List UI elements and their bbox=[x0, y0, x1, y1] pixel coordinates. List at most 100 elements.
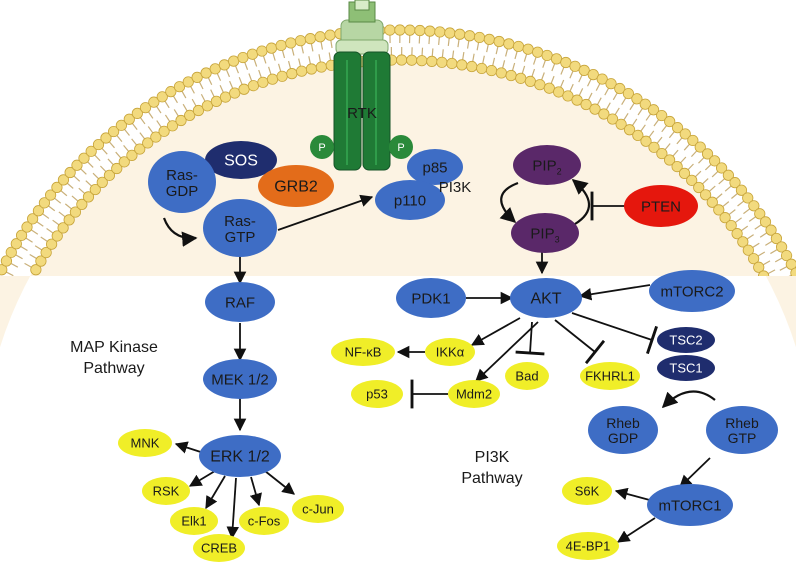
lipid-head bbox=[512, 40, 525, 53]
lipid-head bbox=[719, 212, 731, 224]
lipid-head bbox=[78, 152, 90, 164]
lipid-head bbox=[541, 49, 553, 62]
raf-node: RAF bbox=[205, 282, 275, 322]
lipid-head bbox=[737, 236, 749, 248]
lipid-head bbox=[416, 55, 428, 67]
lipid-head bbox=[631, 93, 643, 105]
fkhrl1-node-shape bbox=[580, 362, 640, 390]
phospho-left-label: P bbox=[318, 142, 325, 154]
lipid-head bbox=[436, 56, 448, 68]
elk1-node-label: Elk1 bbox=[181, 514, 206, 529]
pdk1-node-shape bbox=[396, 278, 466, 318]
lipid-head bbox=[414, 24, 426, 37]
p110-node: p110 bbox=[375, 180, 445, 220]
lipid-head bbox=[192, 104, 205, 117]
lipid-head bbox=[15, 229, 28, 241]
lipid-head bbox=[131, 107, 143, 119]
rheb-gdp-node-shape bbox=[588, 406, 658, 454]
mnk-node-label: MNK bbox=[131, 436, 160, 451]
lipid-head bbox=[148, 96, 160, 108]
grb2-node-label: GRB2 bbox=[274, 179, 318, 196]
pdk1-node-label: PDK1 bbox=[411, 290, 450, 307]
lipid-head bbox=[103, 169, 116, 181]
lipid-head bbox=[32, 205, 45, 217]
pip2-node: PIP2 bbox=[513, 145, 581, 185]
lipid-head bbox=[396, 54, 408, 66]
lipid-head bbox=[40, 246, 52, 259]
lipid-head bbox=[765, 224, 777, 236]
cjun-node-shape bbox=[292, 495, 344, 523]
lipid-head bbox=[257, 76, 269, 88]
lipid-head bbox=[182, 76, 194, 88]
lipid-head bbox=[0, 255, 13, 267]
lipid-head bbox=[664, 115, 676, 128]
4ebp1-node-label: 4E-BP1 bbox=[566, 539, 611, 554]
bad-node-label: Bad bbox=[515, 369, 538, 384]
cjun-node: c-Jun bbox=[292, 495, 344, 523]
lipid-head bbox=[693, 181, 705, 194]
lipid-head bbox=[571, 94, 583, 106]
phospho-left-shape bbox=[310, 135, 334, 159]
mek-node-shape bbox=[203, 359, 277, 399]
lipid-head bbox=[785, 258, 796, 270]
lipid-head bbox=[92, 138, 105, 151]
akt-inhibits-tsc2-arrow bbox=[571, 312, 658, 355]
mtorc2-to-akt-arrow bbox=[578, 284, 651, 301]
p53-node-shape bbox=[351, 380, 403, 408]
mnk-node-shape bbox=[118, 429, 172, 457]
lipid-head bbox=[687, 134, 699, 147]
lipid-head bbox=[108, 125, 120, 138]
lipid-head bbox=[246, 48, 259, 60]
lipid-head bbox=[139, 102, 152, 114]
lipid-head bbox=[228, 55, 240, 67]
lipid-head bbox=[759, 216, 772, 228]
p110-node-label: p110 bbox=[394, 192, 426, 209]
lipid-head bbox=[578, 64, 590, 76]
bad-node-shape bbox=[505, 362, 549, 390]
rtk-label: RTK bbox=[347, 105, 377, 122]
lipid-bilayer bbox=[0, 24, 796, 276]
lipid-head bbox=[111, 162, 123, 175]
tsc2-node: TSC2 bbox=[657, 327, 715, 353]
lipid-head bbox=[713, 204, 725, 216]
nfkb-node: NF-κB bbox=[331, 338, 395, 366]
sos-node-label: SOS bbox=[224, 153, 258, 170]
cfos-node-shape bbox=[239, 507, 289, 535]
lipid-head bbox=[694, 141, 706, 153]
lipid-head bbox=[656, 147, 668, 160]
sos-node-shape bbox=[205, 141, 277, 179]
lipid-head bbox=[85, 145, 97, 157]
mtorc1-node-shape bbox=[647, 484, 733, 526]
mdm2-node: Mdm2 bbox=[448, 380, 500, 408]
lipid-head bbox=[209, 63, 221, 75]
erk-to-cfos-arrow bbox=[249, 476, 262, 507]
bad-node: Bad bbox=[505, 362, 549, 390]
lipid-head bbox=[596, 73, 608, 85]
lipid-head bbox=[639, 98, 651, 110]
lipid-head bbox=[589, 103, 601, 115]
pten-node-shape bbox=[624, 185, 698, 227]
lipid-head bbox=[44, 189, 57, 201]
mtorc2-node: mTORC2 bbox=[649, 270, 735, 312]
rsk-node: RSK bbox=[142, 477, 190, 505]
lipid-head bbox=[191, 71, 203, 83]
fkhrl1-node-label: FKHRL1 bbox=[585, 369, 635, 384]
mtorc1-to-4ebp1-arrow bbox=[616, 517, 656, 543]
ikka-node-label: IKKα bbox=[436, 345, 465, 360]
lipid-head bbox=[647, 104, 660, 116]
lipid-head bbox=[266, 73, 279, 85]
rasgtp-to-p110-arrow bbox=[277, 194, 374, 231]
lipid-head bbox=[5, 246, 17, 258]
lipid-head bbox=[515, 72, 527, 84]
akt-node-shape bbox=[510, 278, 582, 318]
pip3-to-pip2-arrow bbox=[571, 179, 591, 225]
mtorc1-node: mTORC1 bbox=[647, 484, 733, 526]
p85-node-shape bbox=[407, 149, 463, 185]
tsc2-node-shape bbox=[657, 327, 715, 353]
lipid-head bbox=[10, 238, 22, 250]
mtorc2-node-label: mTORC2 bbox=[660, 283, 723, 300]
pip3-node: PIP3 bbox=[511, 213, 579, 253]
lipid-head bbox=[89, 183, 101, 196]
